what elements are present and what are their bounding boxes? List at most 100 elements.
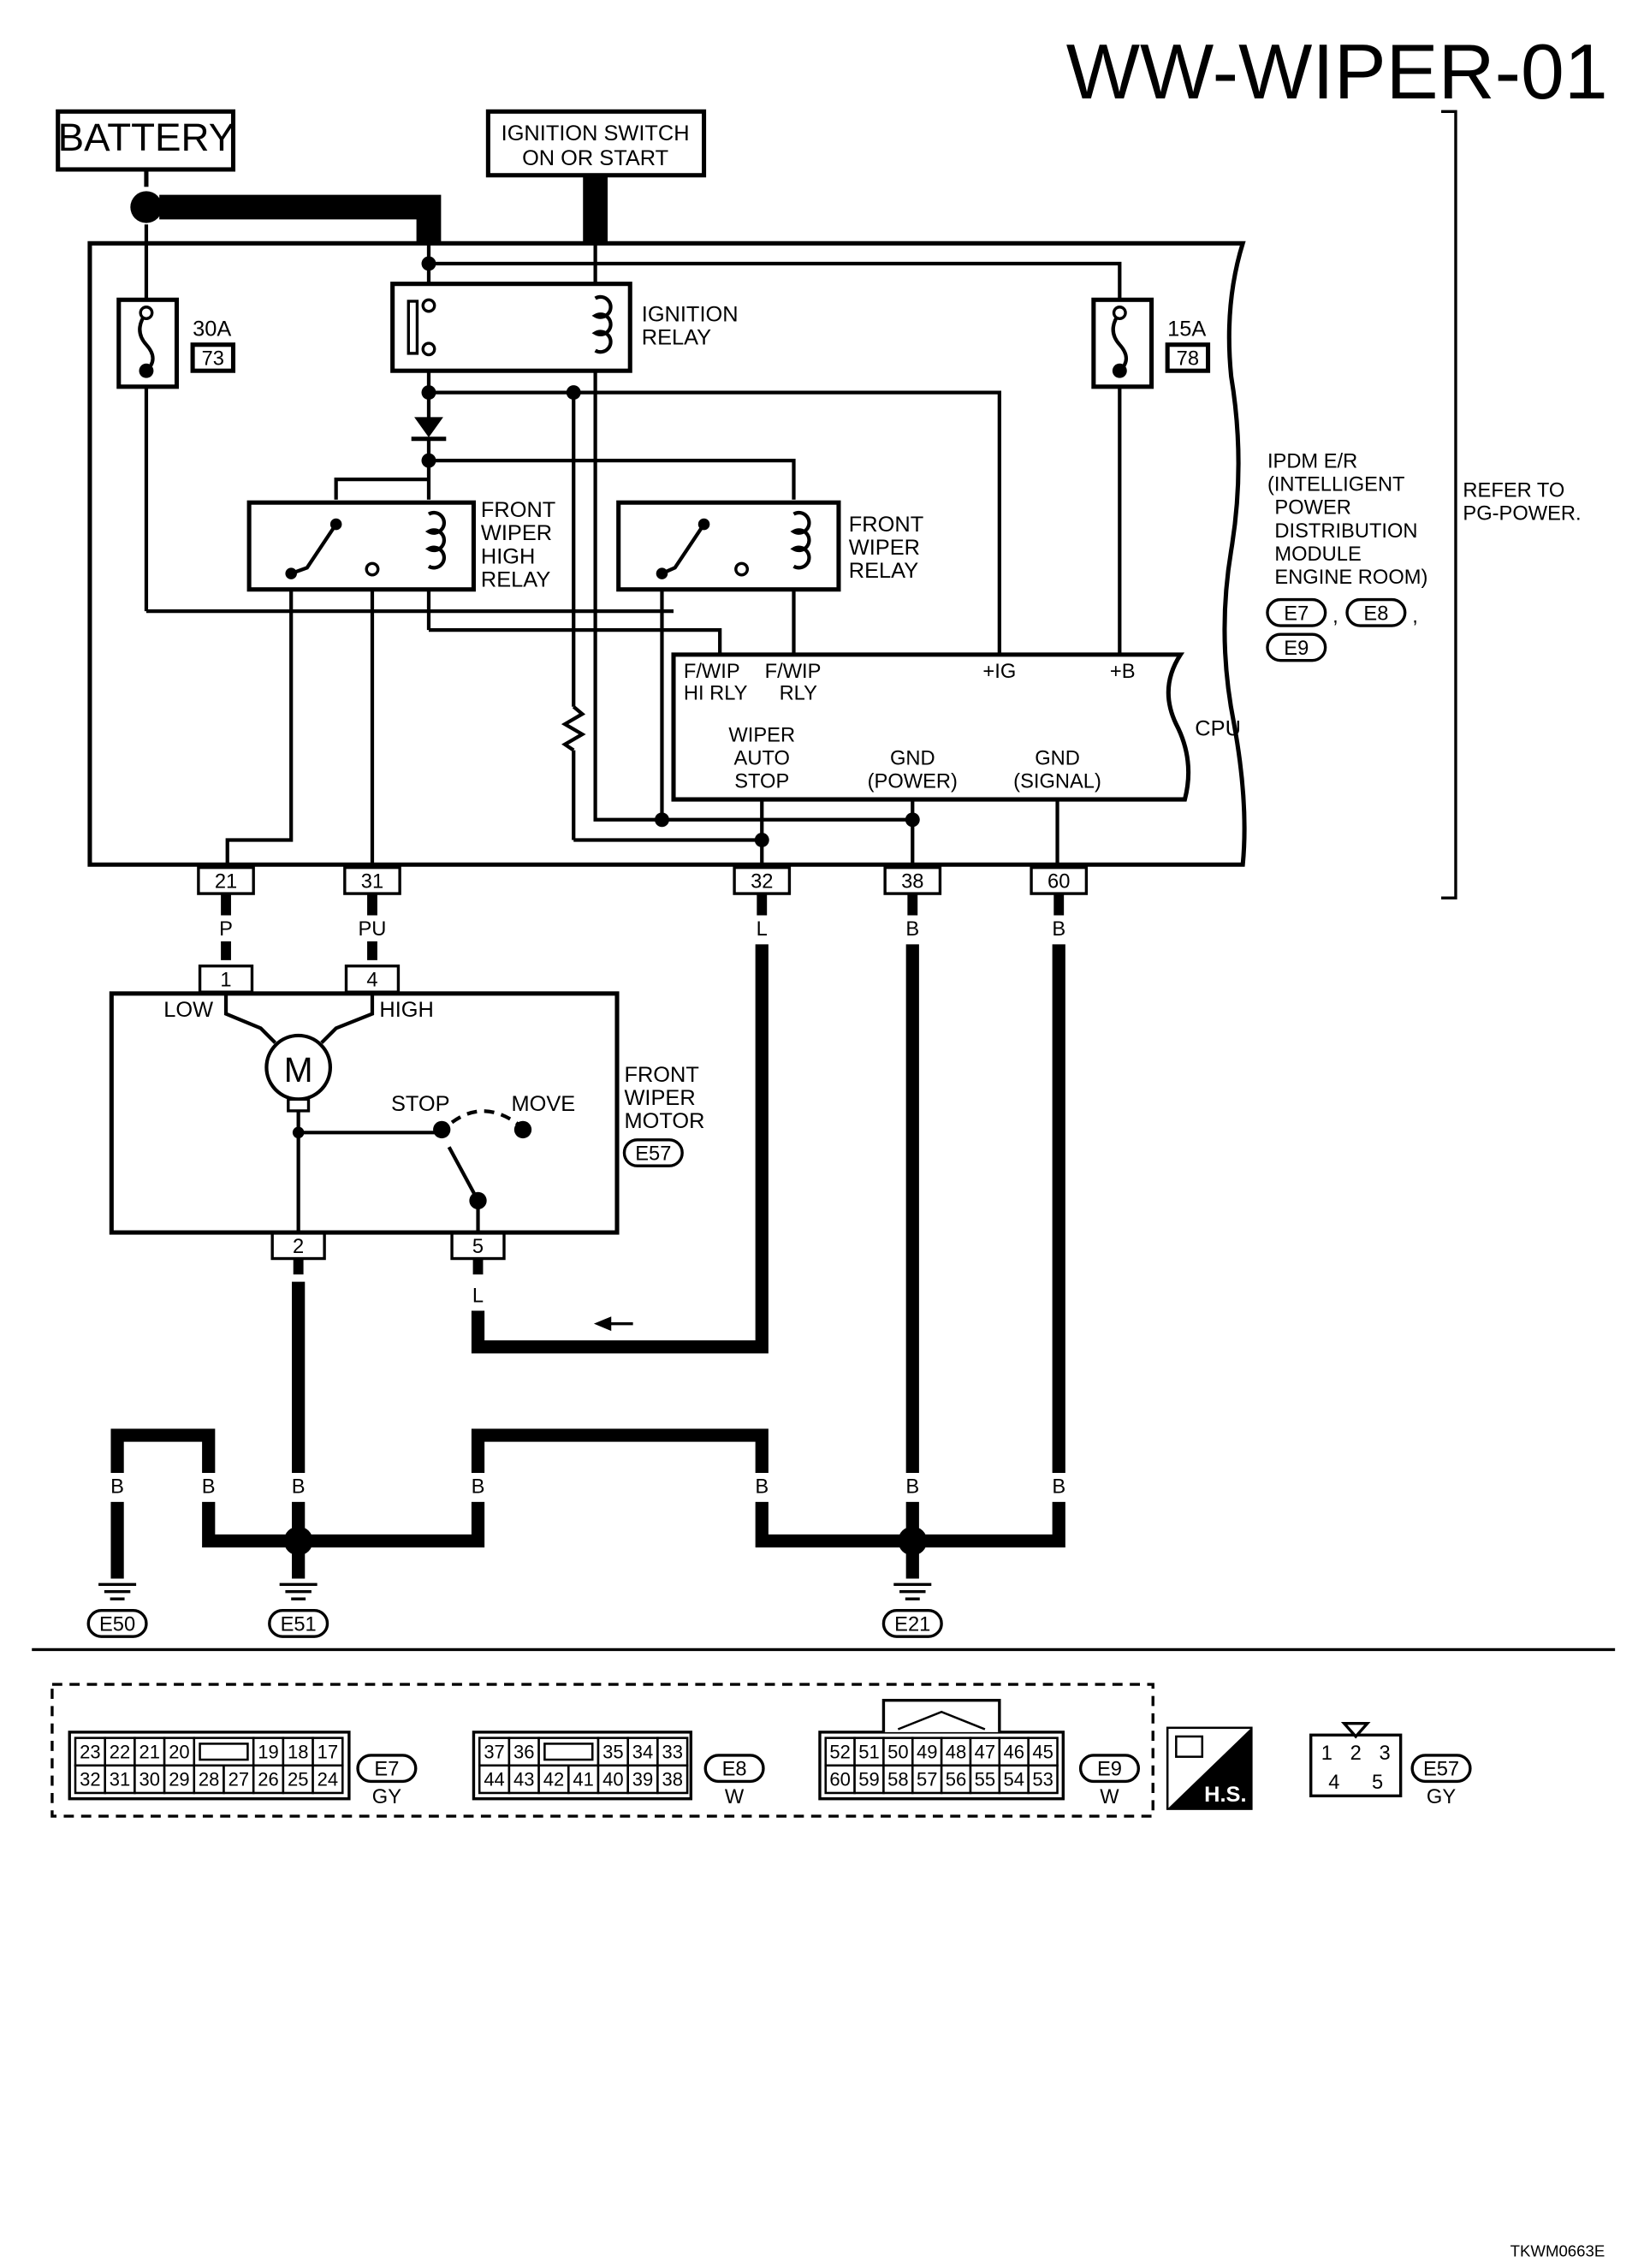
wire-color-b-1: B (905, 918, 919, 941)
cpu-b: +B (1110, 661, 1136, 683)
fuse-30a-number-box (190, 342, 236, 373)
ground-symbols (98, 1582, 932, 1600)
gnd-wire-b-3: B (292, 1476, 306, 1499)
ipdm-desc-4: DISTRIBUTION (1274, 520, 1417, 543)
front-wiper-motor-box (109, 991, 620, 1235)
connector-pin-number: 28 (199, 1768, 219, 1790)
e57-color: GY (1427, 1786, 1456, 1808)
motor-pin-4: 4 (366, 969, 377, 991)
fuse-15a-number: 78 (1177, 347, 1199, 370)
cpu-auto-stop-3: STOP (734, 771, 789, 793)
e57-pin-5: 5 (1372, 1772, 1383, 1794)
connector-pin-number: 47 (975, 1741, 995, 1762)
ipdm-connector-refs (1266, 597, 1407, 662)
connector-pin-number: 34 (632, 1741, 653, 1762)
ipdm-desc-5: MODULE (1274, 543, 1361, 566)
connector-pin-number: 17 (318, 1741, 338, 1762)
connector-pin-number: 25 (288, 1768, 308, 1790)
connector-pin-number: 48 (946, 1741, 966, 1762)
e9-color: W (1100, 1786, 1119, 1808)
e57-id: E57 (1423, 1759, 1459, 1781)
cpu-auto-stop-1: WIPER (728, 724, 795, 746)
ground-badges (86, 1609, 943, 1638)
cpu-gnd-power-1: GND (890, 747, 935, 769)
connector-pin-number: 21 (139, 1741, 160, 1762)
connector-pin-number: 46 (1004, 1741, 1024, 1762)
thick-feed-wires (130, 169, 608, 244)
connector-pin-cell (104, 1764, 136, 1795)
refer-bracket (1441, 110, 1457, 899)
connector-pin-cell (312, 1737, 344, 1767)
cpu-gnd-signal-2: (SIGNAL) (1013, 771, 1101, 793)
wire-stubs (221, 894, 1065, 960)
motor-high: HIGH (379, 998, 433, 1022)
e57-badge (1410, 1754, 1472, 1784)
connector-blank-slot (199, 1743, 249, 1761)
connector-pin-number: 54 (1004, 1768, 1024, 1790)
stop-contact (433, 1120, 451, 1139)
ignition-relay-line1: IGNITION (642, 303, 739, 327)
high-relay-line1: FRONT (481, 498, 555, 522)
fuse-15a-label: 15A (1167, 318, 1206, 341)
connector-pin-number: 22 (110, 1741, 130, 1762)
e9-id: E9 (1097, 1759, 1122, 1781)
e57-pin-1: 1 (1321, 1743, 1332, 1765)
connector-pin-cell (853, 1737, 885, 1767)
connector-pin-number: 37 (484, 1741, 504, 1762)
resistor (561, 705, 586, 752)
connector-pin-number: 20 (169, 1741, 189, 1762)
motor-stop: STOP (391, 1092, 450, 1116)
ipdm-pin-38: 38 (901, 870, 923, 893)
motor-m: M (284, 1050, 313, 1089)
high-relay-line3: HIGH (481, 544, 535, 568)
motor-terminal (287, 1097, 311, 1113)
gnd-wire-b-2: B (202, 1476, 216, 1499)
ipdm-outline (87, 240, 1247, 867)
connector-pin-number: 29 (169, 1768, 189, 1790)
e57-pin-3: 3 (1379, 1743, 1390, 1765)
wiper-relay-line2: WIPER (849, 536, 920, 560)
connector-pin-cell (312, 1764, 344, 1795)
ignition-relay (390, 282, 632, 373)
e8-id: E8 (722, 1759, 747, 1781)
wire-color-pu: PU (359, 918, 387, 941)
connector-pin-number: 30 (139, 1768, 160, 1790)
motor-move: MOVE (511, 1092, 575, 1116)
connector-pin-cell (882, 1764, 914, 1795)
connector-pin-number: 31 (110, 1768, 130, 1790)
connector-pin-number: 43 (513, 1768, 534, 1790)
connector-pin-cell (656, 1764, 689, 1795)
cpu-auto-stop-2: AUTO (734, 747, 790, 769)
cpu-gnd-signal-1: GND (1035, 747, 1080, 769)
connector-blank-slot (543, 1743, 594, 1761)
connector-pin-number: 27 (228, 1768, 249, 1790)
e8-color: W (725, 1786, 745, 1808)
ipdm-desc-1: IPDM E/R (1267, 451, 1357, 473)
motor-label-3: MOTOR (624, 1109, 704, 1133)
connector-pin-cell (252, 1764, 285, 1795)
connector-pin-number: 50 (887, 1741, 908, 1762)
connector-pin-number: 58 (887, 1768, 908, 1790)
e7-badge (356, 1754, 418, 1784)
wire-color-l-m5: L (472, 1285, 484, 1307)
connector-pin-number: 57 (917, 1768, 937, 1790)
diode (411, 417, 447, 442)
harness-side-icon (1166, 1726, 1253, 1810)
high-relay-line4: RELAY (481, 567, 550, 591)
connector-pin-cell (1027, 1737, 1059, 1767)
connector-pin-number: 18 (288, 1741, 308, 1762)
front-wiper-high-relay (246, 500, 476, 592)
high-relay-line2: WIPER (481, 521, 552, 545)
wire-color-p: P (219, 918, 233, 941)
gnd-wire-b-4: B (472, 1476, 485, 1499)
cpu-fwip-hi-1: F/WIP (684, 661, 740, 683)
connector-pin-number: 36 (513, 1741, 534, 1762)
connector-pin-number: 42 (543, 1768, 564, 1790)
ipdm-desc-6: ENGINE ROOM) (1274, 567, 1427, 589)
connector-pin-number: 51 (858, 1741, 879, 1762)
ipdm-desc-3: POWER (1274, 497, 1351, 520)
motor-pin-1: 1 (220, 969, 231, 991)
